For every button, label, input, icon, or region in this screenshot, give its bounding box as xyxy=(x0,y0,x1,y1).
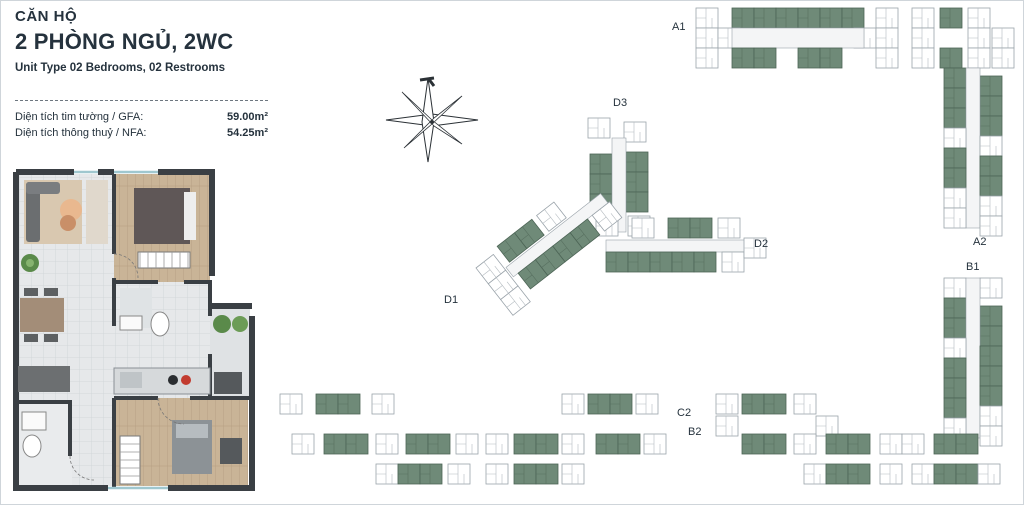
area-value-nfa: 54.25m² xyxy=(227,127,268,139)
area-row-gfa: Diện tích tim tường / GFA: 59.00m² xyxy=(15,111,268,123)
label-b1: B1 xyxy=(966,261,980,273)
label-d3: D3 xyxy=(613,97,628,109)
compass-rose-icon xyxy=(385,76,479,163)
label-d1: D1 xyxy=(444,294,459,306)
label-a2: A2 xyxy=(973,236,987,248)
label-d2: D2 xyxy=(754,238,769,250)
area-label-gfa: Diện tích tim tường / GFA: xyxy=(15,111,144,123)
block-d3 xyxy=(587,117,651,237)
label-b2: B2 xyxy=(688,426,702,438)
unit-info-panel: CĂN HỘ 2 PHÒNG NGỦ, 2WC Unit Type 02 Bed… xyxy=(0,0,276,505)
divider xyxy=(15,100,268,101)
block-bottom-left xyxy=(279,393,479,485)
unit-kicker: CĂN HỘ xyxy=(15,8,78,25)
label-a1: A1 xyxy=(672,21,686,33)
block-a1 xyxy=(695,7,1015,69)
area-row-nfa: Diện tích thông thuỷ / NFA: 54.25m² xyxy=(15,127,268,139)
unit-title: 2 PHÒNG NGỦ, 2WC xyxy=(15,29,234,54)
unit-subtitle: Unit Type 02 Bedrooms, 02 Restrooms xyxy=(15,62,226,74)
block-d2 xyxy=(605,217,767,273)
block-a2 xyxy=(943,67,1003,237)
block-c2 xyxy=(485,393,667,485)
area-value-gfa: 59.00m² xyxy=(227,111,268,123)
unit-floor-plan xyxy=(13,169,255,491)
block-b1 xyxy=(943,277,1003,447)
block-d1 xyxy=(475,193,623,316)
site-master-plan: A1 A2 B1 B2 C2 D1 D2 D3 xyxy=(276,0,1022,505)
building-blocks-plan xyxy=(279,7,1015,485)
area-label-nfa: Diện tích thông thuỷ / NFA: xyxy=(15,127,147,139)
label-c2: C2 xyxy=(677,407,692,419)
